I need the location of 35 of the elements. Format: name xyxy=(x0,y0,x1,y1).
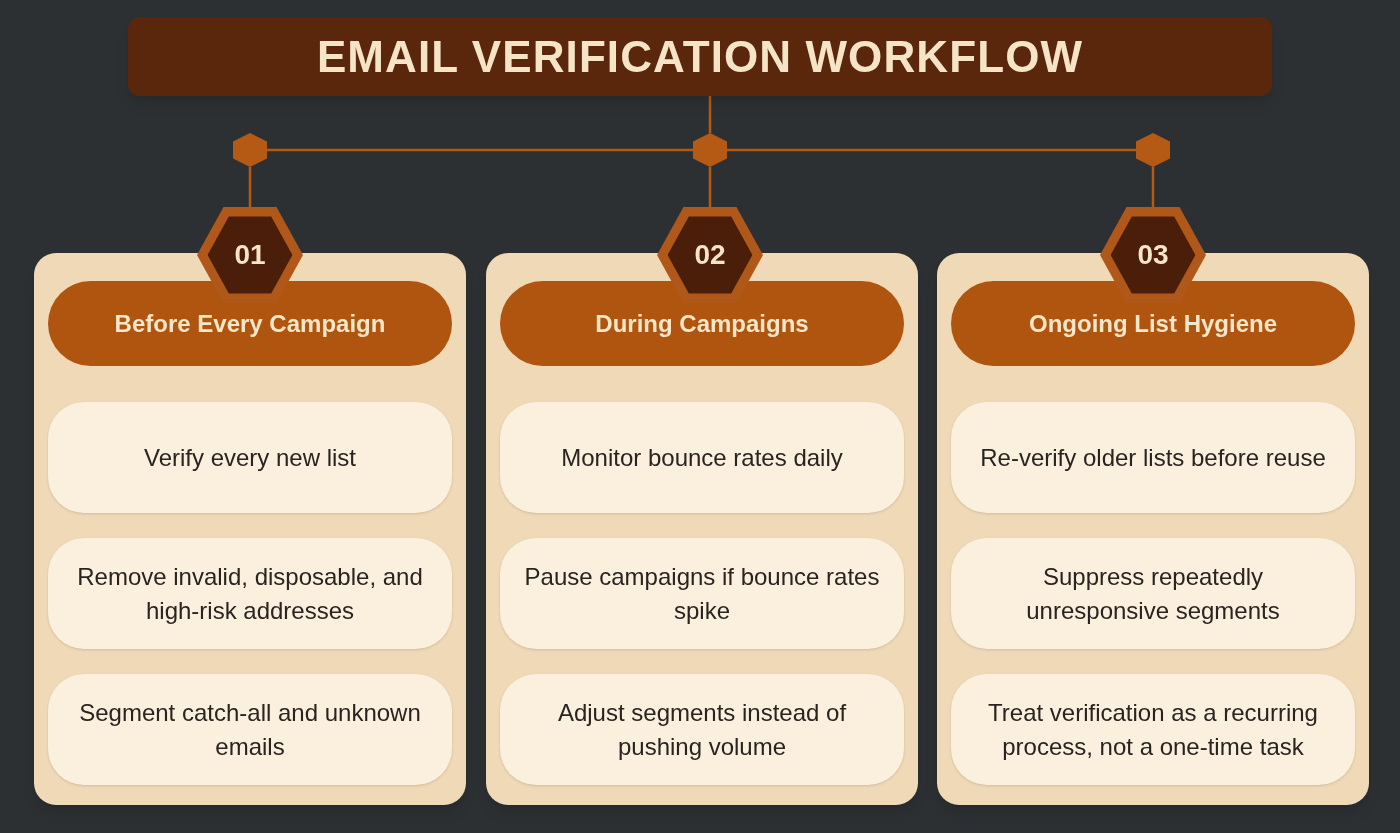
connector-line xyxy=(727,148,1136,152)
step-number: 02 xyxy=(694,238,726,272)
step-number: 03 xyxy=(1137,238,1169,272)
task-text: Pause campaigns if bounce rates spike xyxy=(523,561,881,626)
connector-line xyxy=(248,167,252,207)
task-text: Suppress repeatedly unresponsive segments xyxy=(1025,561,1281,626)
task-box xyxy=(500,402,904,513)
connector-line xyxy=(1151,167,1155,207)
connector-line xyxy=(708,167,712,207)
header-text: Ongoing List Hygiene xyxy=(1029,308,1277,339)
task-text: Segment catch-all and unknown emails xyxy=(78,697,422,762)
junction-hexagon xyxy=(693,133,727,167)
connector-line xyxy=(267,148,693,152)
task-box xyxy=(48,674,452,785)
task-box xyxy=(951,402,1355,513)
title-banner xyxy=(128,17,1272,96)
header-text: During Campaigns xyxy=(595,308,809,339)
task-text: Adjust segments instead of pushing volume xyxy=(556,697,848,762)
junction-hexagon xyxy=(1136,133,1170,167)
connector-line xyxy=(708,96,712,133)
task-text: Treat verification as a recurring process, not a one-time task xyxy=(987,697,1319,762)
task-box xyxy=(951,674,1355,785)
step-number: 01 xyxy=(234,238,266,272)
title-text: EMAIL VERIFICATION WORKFLOW xyxy=(316,30,1084,83)
junction-hexagon xyxy=(233,133,267,167)
task-box xyxy=(500,674,904,785)
task-box xyxy=(500,538,904,649)
task-box xyxy=(48,402,452,513)
task-box xyxy=(48,538,452,649)
task-text: Re-verify older lists before reuse xyxy=(980,442,1326,473)
task-box xyxy=(951,538,1355,649)
header-text: Before Every Campaign xyxy=(114,308,386,339)
task-text: Remove invalid, disposable, and high-risk addresses xyxy=(76,561,424,626)
task-text: Monitor bounce rates daily xyxy=(561,442,843,473)
task-text: Verify every new list xyxy=(143,442,357,473)
